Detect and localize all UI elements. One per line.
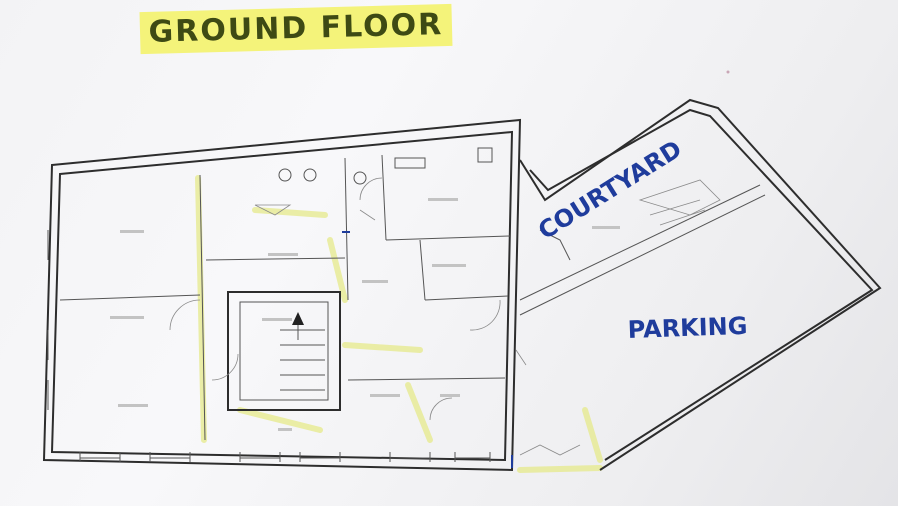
printed-room-label-marks <box>110 198 620 431</box>
fixtures <box>254 147 493 221</box>
courtyard-parking-walls <box>519 98 882 471</box>
windows <box>47 230 491 462</box>
door-marks <box>342 231 513 468</box>
building-walls <box>42 118 522 472</box>
door-swings <box>169 177 581 456</box>
pencil-dot <box>726 70 730 74</box>
stair-core <box>227 291 341 411</box>
parking-label: PARKING <box>627 312 748 344</box>
interior-walls <box>59 154 511 441</box>
